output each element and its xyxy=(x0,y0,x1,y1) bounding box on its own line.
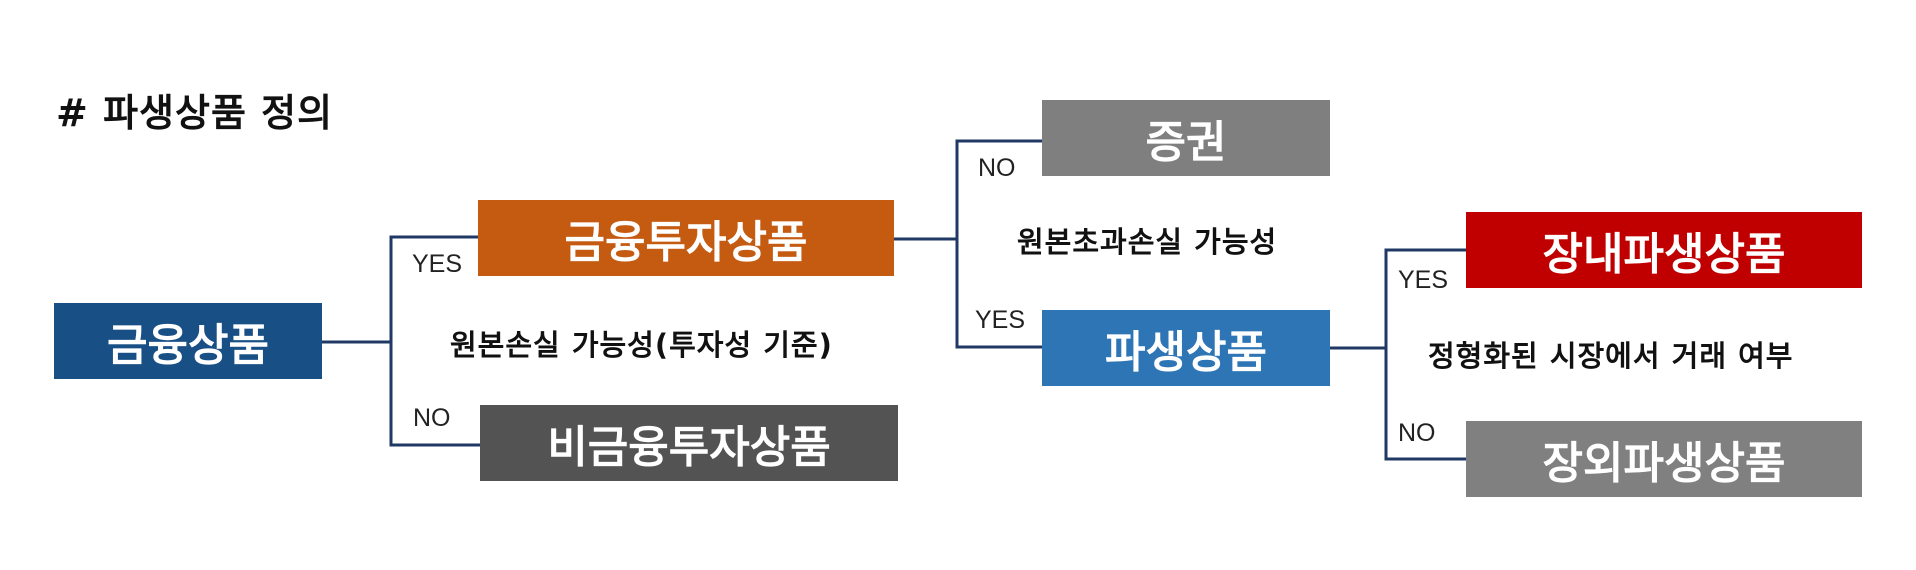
node-financial-product: 금융상품 xyxy=(54,303,322,379)
node-derivatives: 파생상품 xyxy=(1042,310,1330,386)
node-financial-investment-product-label: 금융투자상품 xyxy=(564,217,808,268)
node-otc-derivatives: 장외파생상품 xyxy=(1466,421,1862,497)
branch-label-yes-3: YES xyxy=(1398,266,1449,294)
page-title: # 파생상품 정의 xyxy=(56,91,334,135)
branch-label-yes-1: YES xyxy=(412,250,463,278)
branch-label-no-1: NO xyxy=(413,404,451,432)
node-non-financial-investment-product: 비금융투자상품 xyxy=(480,405,898,481)
connector-2-split xyxy=(955,139,1042,349)
branch-label-no-3: NO xyxy=(1398,419,1436,447)
node-exchange-traded-derivatives-label: 장내파생상품 xyxy=(1542,229,1786,280)
criterion-excess-loss: 원본초과손실 가능성 xyxy=(1017,225,1278,259)
node-non-financial-investment-product-label: 비금융투자상품 xyxy=(547,422,831,473)
criterion-organized-market: 정형화된 시장에서 거래 여부 xyxy=(1428,339,1794,373)
criterion-principal-loss: 원본손실 가능성(투자성 기준) xyxy=(450,328,833,362)
node-financial-product-label: 금융상품 xyxy=(107,320,269,371)
branch-label-no-2: NO xyxy=(978,154,1016,182)
node-securities: 증권 xyxy=(1042,100,1330,176)
branch-label-yes-2: YES xyxy=(975,306,1026,334)
node-otc-derivatives-label: 장외파생상품 xyxy=(1542,438,1786,489)
node-exchange-traded-derivatives: 장내파생상품 xyxy=(1466,212,1862,288)
node-derivatives-label: 파생상품 xyxy=(1105,327,1267,378)
node-securities-label: 증권 xyxy=(1145,117,1227,168)
node-financial-investment-product: 금융투자상품 xyxy=(478,200,894,276)
connector-1-split xyxy=(389,235,482,447)
connector-3-split xyxy=(1384,248,1466,461)
